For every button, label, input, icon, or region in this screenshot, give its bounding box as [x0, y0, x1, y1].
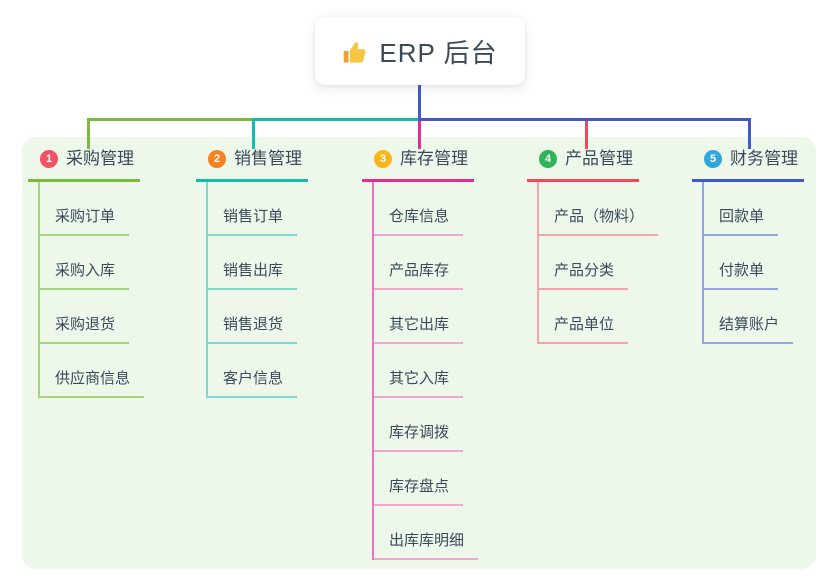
connector-root-line [418, 85, 421, 118]
node-label[interactable]: 销售订单 [208, 205, 298, 236]
connector-drop-5 [748, 118, 751, 149]
node-label[interactable]: 出库库明细 [374, 529, 479, 560]
connector-drop-4 [585, 118, 588, 149]
branch-number-badge: 4 [539, 150, 557, 168]
child-row: 产品库存 [374, 236, 474, 290]
branch-purchase: 1 采购管理 采购订单 采购入库 采购退货 供应商信息 [28, 143, 145, 398]
branch-inventory: 3 库存管理 仓库信息 产品库存 其它出库 其它入库 库存调拨 库存盘点 出库库… [362, 143, 479, 560]
node-label[interactable]: 产品（物料） [539, 205, 659, 236]
child-row: 产品（物料） [539, 182, 659, 236]
child-row: 出库库明细 [374, 506, 479, 560]
connector-bus-blue [418, 118, 751, 121]
branch-title: 库存管理 [400, 149, 468, 168]
child-row: 采购入库 [40, 236, 140, 290]
child-row: 产品单位 [539, 290, 639, 344]
branch-title: 采购管理 [66, 149, 134, 168]
branch-title: 产品管理 [565, 149, 633, 168]
branch-product-children: 产品（物料） 产品分类 产品单位 [537, 182, 659, 344]
node-label[interactable]: 产品分类 [539, 259, 629, 290]
node-label[interactable]: 采购退货 [40, 313, 130, 344]
child-row: 付款单 [704, 236, 804, 290]
branch-title: 财务管理 [730, 149, 798, 168]
branch-finance: 5 财务管理 回款单 付款单 结算账户 [692, 143, 804, 344]
node-label[interactable]: 其它出库 [374, 313, 464, 344]
node-label[interactable]: 产品单位 [539, 313, 629, 344]
thumbs-up-icon [344, 41, 366, 63]
child-row: 其它入库 [374, 344, 474, 398]
node-label[interactable]: 采购入库 [40, 259, 130, 290]
node-label[interactable]: 客户信息 [208, 367, 298, 398]
connector-bus-green [87, 118, 252, 121]
root-node[interactable]: ERP 后台 [315, 17, 525, 85]
root-label: ERP 后台 [379, 37, 498, 68]
node-label[interactable]: 产品库存 [374, 259, 464, 290]
child-row: 库存调拨 [374, 398, 474, 452]
child-row: 库存盘点 [374, 452, 474, 506]
branch-number-badge: 5 [704, 150, 722, 168]
node-label[interactable]: 销售出库 [208, 259, 298, 290]
branch-purchase-children: 采购订单 采购入库 采购退货 供应商信息 [38, 182, 145, 398]
branch-finance-children: 回款单 付款单 结算账户 [702, 182, 804, 344]
child-row: 供应商信息 [40, 344, 145, 398]
branch-sales: 2 销售管理 销售订单 销售出库 销售退货 客户信息 [196, 143, 308, 398]
connector-drop-1 [87, 118, 90, 149]
connector-bus-teal [252, 118, 418, 121]
child-row: 客户信息 [208, 344, 308, 398]
branch-sales-header[interactable]: 2 销售管理 [196, 143, 308, 182]
child-row: 采购订单 [40, 182, 140, 236]
child-row: 销售出库 [208, 236, 308, 290]
branch-purchase-header[interactable]: 1 采购管理 [28, 143, 140, 182]
child-row: 结算账户 [704, 290, 804, 344]
node-label[interactable]: 仓库信息 [374, 205, 464, 236]
branch-finance-header[interactable]: 5 财务管理 [692, 143, 804, 182]
branch-number-badge: 3 [374, 150, 392, 168]
node-label[interactable]: 销售退货 [208, 313, 298, 344]
branches-panel [22, 137, 816, 569]
connector-drop-2 [252, 118, 255, 149]
node-label[interactable]: 付款单 [704, 259, 779, 290]
node-label[interactable]: 供应商信息 [40, 367, 145, 398]
branch-title: 销售管理 [234, 149, 302, 168]
child-row: 产品分类 [539, 236, 639, 290]
child-row: 采购退货 [40, 290, 140, 344]
child-row: 回款单 [704, 182, 804, 236]
node-label[interactable]: 库存调拨 [374, 421, 464, 452]
branch-product: 4 产品管理 产品（物料） 产品分类 产品单位 [527, 143, 659, 344]
child-row: 销售退货 [208, 290, 308, 344]
node-label[interactable]: 回款单 [704, 205, 779, 236]
branch-number-badge: 1 [40, 150, 58, 168]
branch-inventory-children: 仓库信息 产品库存 其它出库 其它入库 库存调拨 库存盘点 出库库明细 [372, 182, 479, 560]
node-label[interactable]: 库存盘点 [374, 475, 464, 506]
node-label[interactable]: 结算账户 [704, 313, 794, 344]
child-row: 其它出库 [374, 290, 474, 344]
branch-number-badge: 2 [208, 150, 226, 168]
node-label[interactable]: 采购订单 [40, 205, 130, 236]
child-row: 销售订单 [208, 182, 308, 236]
branch-product-header[interactable]: 4 产品管理 [527, 143, 639, 182]
child-row: 仓库信息 [374, 182, 474, 236]
node-label[interactable]: 其它入库 [374, 367, 464, 398]
branch-inventory-header[interactable]: 3 库存管理 [362, 143, 474, 182]
branch-sales-children: 销售订单 销售出库 销售退货 客户信息 [206, 182, 308, 398]
connector-drop-3 [418, 118, 421, 149]
